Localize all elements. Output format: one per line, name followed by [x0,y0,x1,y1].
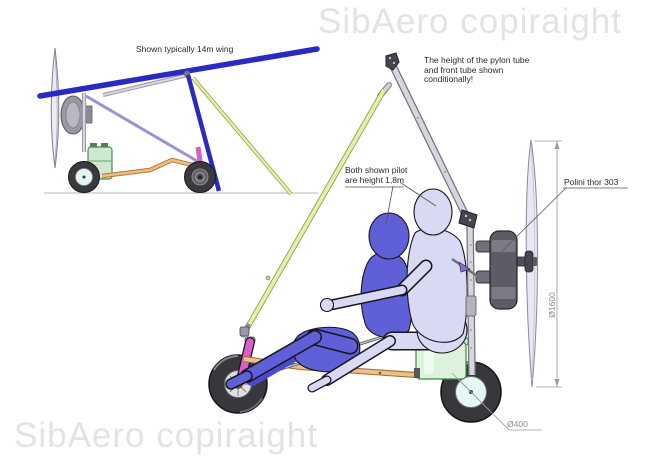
small-strut [85,94,198,163]
dim-arrow-top [554,141,560,149]
pilot-note-leader-front [385,185,394,225]
front-pilot [225,212,413,390]
small-view-caption: Shown typically 14m wing [136,44,234,54]
watermark-top: SibAero copiraight [318,2,622,41]
small-propeller [50,47,60,169]
engine-label: Polini thor 303 [564,177,619,187]
small-keel [101,158,197,178]
rear-pilot-head [413,188,453,236]
engine [475,230,537,310]
dim-arrow-bottom [554,379,560,387]
rear-pilot-torso [406,227,468,343]
leader-lines [345,182,628,431]
pylon-vertical-tube [451,209,484,376]
watermark-bottom: SibAero copiraight [14,416,318,455]
pilot-note-line1: Both shown pilot [345,165,408,175]
wheel-diameter-label: Ø400 [507,419,528,429]
small-rear-wheel [184,161,216,193]
small-front-tube [192,77,292,195]
fork-bracket [239,326,250,337]
pylon-diagonal-tube [388,60,471,222]
small-trike-view [37,46,320,196]
wheel-dia-leader [451,372,542,431]
prop-hub [524,250,534,273]
small-front-wheel [68,161,100,193]
small-wing-bar [37,46,320,99]
pylon-connector [458,209,478,229]
prop-dimension [534,140,562,388]
rear-pilot [307,188,468,393]
pilot-note-leader-rear [400,182,437,207]
front-pilot-head [368,212,410,260]
rear-pilot-hand [319,297,335,313]
main-trike-view [208,52,628,431]
pylon-note: The height of the pylon tube and front t… [424,55,530,84]
pilot-note-line2: are height 1,8m [345,174,405,185]
engine-label-leader [501,187,567,252]
prop-diameter-label: Ø1600 [547,292,557,318]
